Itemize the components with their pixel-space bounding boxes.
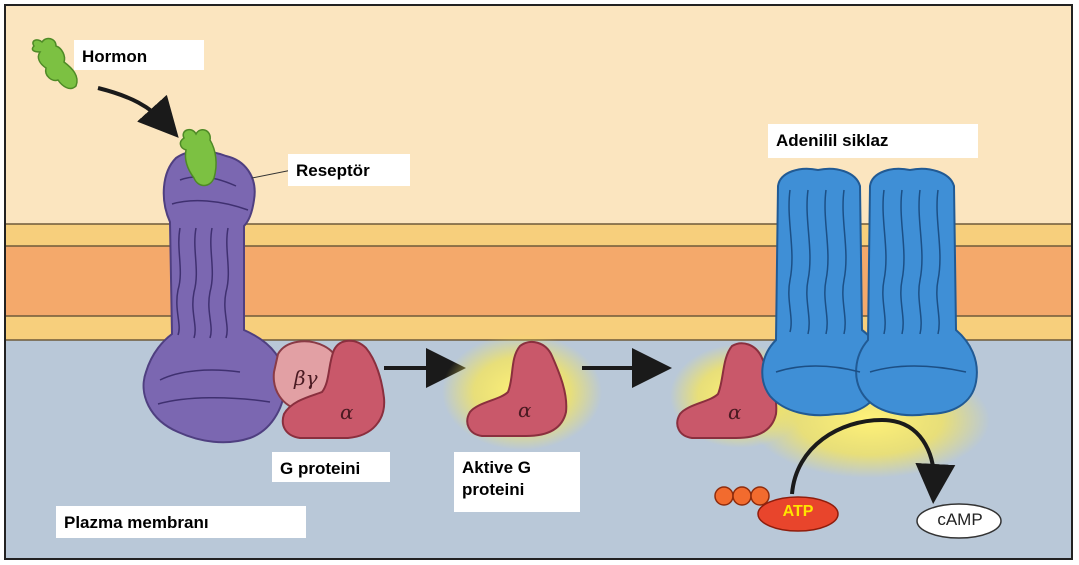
active-g-protein-label-line2: proteini (462, 479, 572, 501)
adenylyl-cyclase-label: Adenilil siklaz (768, 124, 978, 158)
phosphate-group (715, 487, 733, 505)
atp-label: ATP (768, 503, 828, 521)
active-g-protein-label: Aktive G proteini (454, 452, 580, 512)
phosphate-group (751, 487, 769, 505)
camp-label: cAMP (920, 510, 1000, 530)
active-g-protein-label-line1: Aktive G (462, 457, 572, 479)
adenylyl-cyclase-protein (762, 169, 977, 415)
alpha-symbol: α (340, 400, 354, 424)
alpha-symbol: α (518, 398, 532, 422)
receptor-label: Reseptör (288, 154, 410, 186)
beta-gamma-symbol: βγ (294, 366, 318, 390)
hormone-label: Hormon (74, 40, 204, 70)
g-protein-label: G proteini (272, 452, 390, 482)
alpha-symbol: α (728, 400, 742, 424)
phosphate-group (733, 487, 751, 505)
plasma-membrane-label: Plazma membranı (56, 506, 306, 538)
